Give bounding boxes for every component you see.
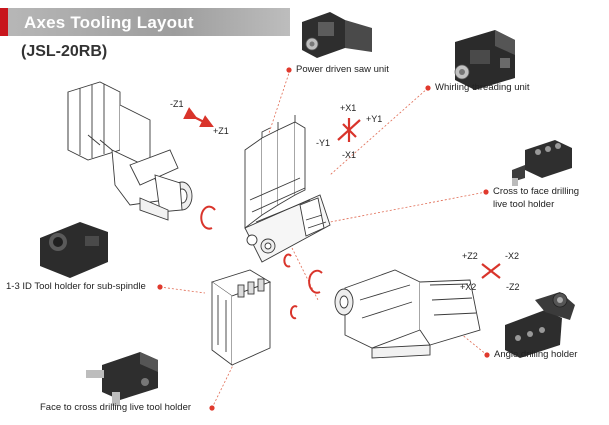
id-holder-image [40, 222, 108, 278]
axis-plus-x2: +X2 [460, 282, 477, 292]
z2-arrow-b [481, 263, 501, 279]
axis-arrows [183, 107, 501, 279]
rotation-arc-3 [308, 269, 323, 294]
label-cross-face-2: live tool holder [493, 199, 555, 210]
label-id-holder: 1-3 ID Tool holder for sub-spindle [6, 281, 146, 292]
label-power-saw: Power driven saw unit [296, 64, 389, 75]
axis-minus-z1: -Z1 [170, 99, 184, 109]
model-name: (JSL-20RB) [21, 43, 108, 60]
axis-minus-z2: -Z2 [506, 282, 520, 292]
z1-arrow [183, 107, 214, 127]
y1-arrow [342, 123, 357, 138]
gang-tool-post [244, 115, 331, 263]
leader-lines [159, 69, 488, 409]
axis-minus-x2: -X2 [505, 251, 520, 261]
axis-minus-x1: -X1 [342, 150, 357, 160]
rotation-arcs [200, 205, 323, 320]
sub-spindle-assembly [334, 269, 481, 359]
axis-minus-y1: -Y1 [316, 138, 331, 148]
title-accent [0, 8, 8, 36]
cross-face-holder-image [512, 140, 572, 186]
page-title: Axes Tooling Layout [24, 13, 194, 32]
face-cross-tool-block [210, 269, 272, 366]
main-spindle-assembly [67, 81, 193, 221]
axis-plus-z2: +Z2 [462, 251, 478, 261]
axis-plus-x1: +X1 [340, 103, 357, 113]
rotation-arc-2 [283, 253, 292, 268]
label-angle-drilling: Angle drilling holder [494, 349, 578, 360]
face-cross-holder-image [86, 352, 158, 406]
callout-dots [157, 67, 490, 411]
rotation-arc-1 [200, 205, 216, 230]
axis-plus-z1: +Z1 [213, 126, 229, 136]
title-bar [0, 8, 290, 36]
axis-plus-y1: +Y1 [366, 114, 383, 124]
label-face-cross: Face to cross drilling live tool holder [40, 402, 192, 413]
label-cross-face-1: Cross to face drilling [493, 186, 580, 197]
angle-drilling-image [505, 292, 575, 358]
whirling-unit-image [454, 30, 515, 90]
label-whirling: Whirling threading unit [435, 82, 530, 93]
rotation-arc-4 [290, 305, 298, 320]
saw-unit-image [302, 12, 372, 58]
